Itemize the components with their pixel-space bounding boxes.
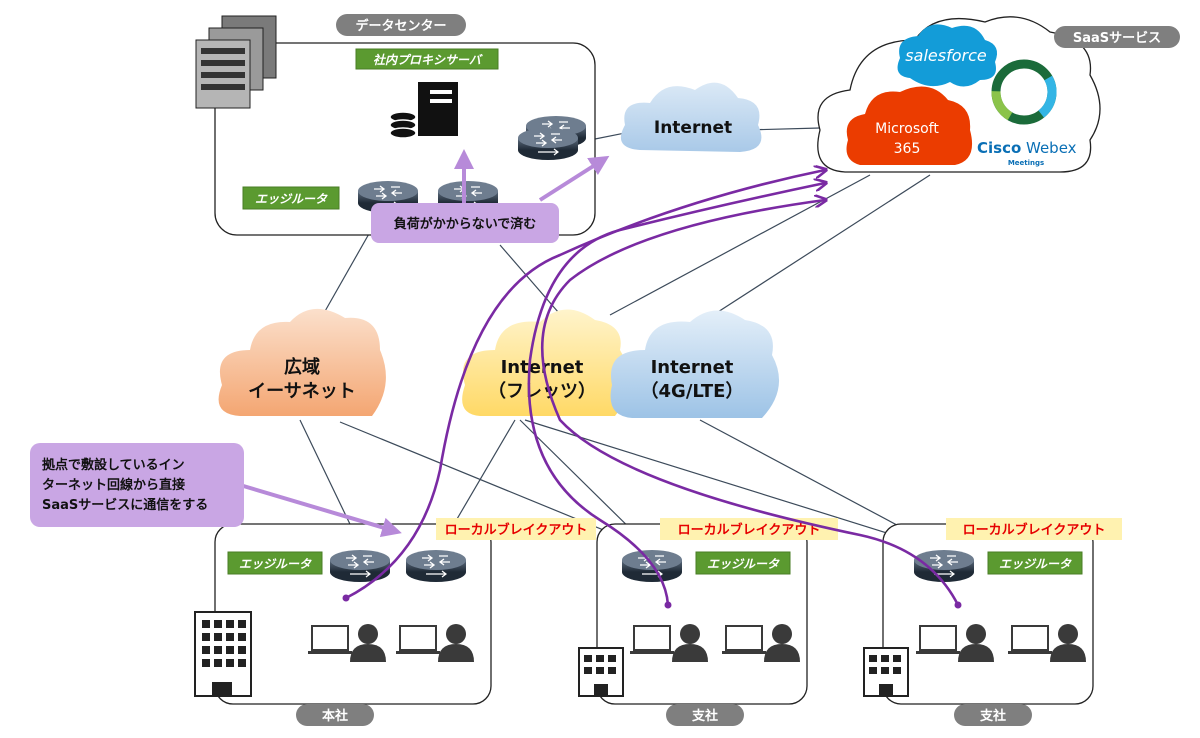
hq-router-icon-2 [405, 549, 467, 583]
dc-edge-label-box [242, 186, 340, 210]
flets-cloud: Internet （フレッツ） [462, 309, 629, 416]
branch1-badge [666, 704, 744, 726]
hq-edge-label-box [227, 551, 323, 575]
internet-cloud-top: Internet [620, 82, 762, 152]
branch2-edge-label: エッジルータ [999, 557, 1072, 571]
no-load-text: 負荷がかからないで済む [394, 216, 537, 232]
note-line3: SaaSサービスに通信をする [42, 497, 208, 513]
breakout-label-hq: ローカルブレイクアウト [445, 522, 588, 538]
webex-logo: Cisco Webex Meetings [977, 59, 1077, 167]
branch1-edge-label-box [695, 551, 791, 575]
note-line2: ターネット回線から直接 [42, 477, 185, 493]
dc-router-icon-4 [517, 127, 579, 161]
breakout-box-hq [436, 518, 596, 540]
salesforce-logo: salesforce [897, 24, 998, 87]
wide-line1: 広域 [284, 356, 320, 378]
branch2-edge-label-box [987, 551, 1083, 575]
hq-edge-label: エッジルータ [239, 557, 312, 571]
breakout-box-branch2 [946, 518, 1122, 540]
no-load-callout [371, 203, 559, 243]
microsoft-365-logo: Microsoft 365 [846, 86, 973, 165]
wide-ethernet-cloud: 広域 イーサネット [218, 308, 386, 416]
wide-line2: イーサネット [248, 381, 356, 402]
hq-building-icon [194, 611, 252, 697]
breakout-label-branch1: ローカルブレイクアウト [678, 522, 821, 538]
proxy-server-icon [389, 82, 458, 139]
salesforce-text: salesforce [905, 46, 987, 65]
branch1-label: 支社 [691, 708, 718, 724]
branch-box-1 [596, 523, 808, 705]
lte-cloud: Internet （4G/LTE） [610, 310, 780, 418]
flets-line2: （フレッツ） [488, 381, 596, 402]
hq-label: 本社 [322, 708, 348, 724]
microsoft-line2: 365 [894, 141, 921, 157]
datacenter-label: データセンター [355, 18, 446, 34]
breakout-label-branch2: ローカルブレイクアウト [963, 522, 1106, 538]
local-breakout-note [30, 443, 244, 527]
hq-router-icon-1 [329, 549, 391, 583]
branch2-building-icon [863, 647, 909, 697]
proxy-label: 社内プロキシサーバ [373, 53, 483, 67]
webex-text: Webex [1026, 139, 1077, 157]
saas-badge [1054, 26, 1180, 48]
branch2-label: 支社 [979, 708, 1006, 724]
server-rack-icon [195, 15, 277, 109]
branch1-building-icon [578, 647, 624, 697]
microsoft-line1: Microsoft [875, 121, 939, 137]
datacenter-badge [336, 14, 466, 36]
branch2-router-icon [913, 549, 975, 583]
callout-arrows [239, 149, 610, 538]
proxy-label-box [355, 48, 499, 70]
branch-box-2 [882, 523, 1094, 705]
saas-label: SaaSサービス [1073, 30, 1161, 46]
branch1-edge-label: エッジルータ [707, 557, 780, 571]
lte-line1: Internet [651, 357, 734, 378]
branch2-badge [954, 704, 1032, 726]
dc-edge-label: エッジルータ [255, 192, 328, 206]
breakout-box-branch1 [660, 518, 838, 540]
meetings-text: Meetings [1008, 159, 1044, 167]
internet-top-label: Internet [654, 118, 732, 138]
saas-traffic-flows [342, 170, 962, 609]
hq-badge [296, 704, 374, 726]
cisco-text: Cisco [977, 139, 1021, 157]
note-line1: 拠点で敷設しているイン [42, 457, 185, 473]
lte-line2: （4G/LTE） [641, 381, 744, 402]
flets-line1: Internet [501, 357, 584, 378]
